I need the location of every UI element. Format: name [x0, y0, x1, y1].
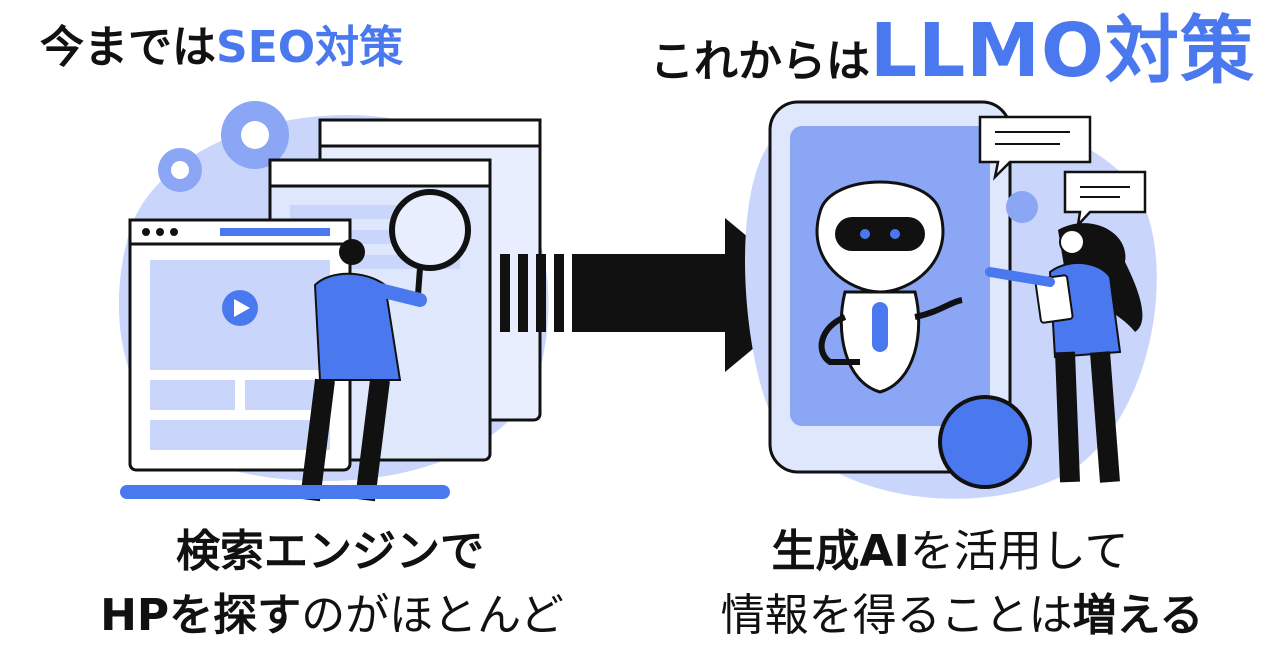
llmo-illustration — [745, 100, 1157, 499]
heading-seo-prefix: 今までは — [40, 22, 216, 73]
searching-person — [300, 239, 427, 502]
caption-right-line2-rest: 情報を得ることは — [720, 590, 1073, 641]
heading-seo-accent: SEO対策 — [216, 22, 404, 73]
caption-left-line2: HPを探すのがほとんど — [72, 594, 592, 638]
caption-right-line1: 生成AIを活用して — [730, 530, 1170, 574]
heading-seo: 今まではSEO対策 — [40, 26, 403, 70]
caption-right-line1-rest: を活用して — [909, 526, 1129, 577]
heading-llmo: これからはLLMO対策 — [650, 14, 1255, 88]
robot — [815, 180, 963, 394]
round-badge — [938, 395, 1032, 489]
gear-icon — [158, 101, 289, 192]
woman-with-tablet — [985, 223, 1143, 483]
gear-icon-small — [1006, 191, 1038, 223]
caption-left-line2-bold: HPを探す — [100, 590, 302, 641]
ground-bar — [120, 485, 450, 499]
magnifier-icon — [389, 189, 471, 296]
caption-right-line1-bold: 生成AI — [771, 526, 910, 577]
heading-llmo-prefix: これからは — [650, 36, 870, 87]
caption-left-line1: 検索エンジンで — [176, 526, 484, 577]
heading-llmo-accent: LLMO対策 — [870, 8, 1255, 94]
caption-right-line2-bold: 増える — [1072, 590, 1204, 641]
robot-visor — [835, 217, 925, 251]
caption-left-line2-rest: のがほとんど — [301, 590, 564, 641]
seo-illustration — [118, 101, 549, 502]
caption-right-line2: 情報を得ることは増える — [692, 594, 1232, 638]
